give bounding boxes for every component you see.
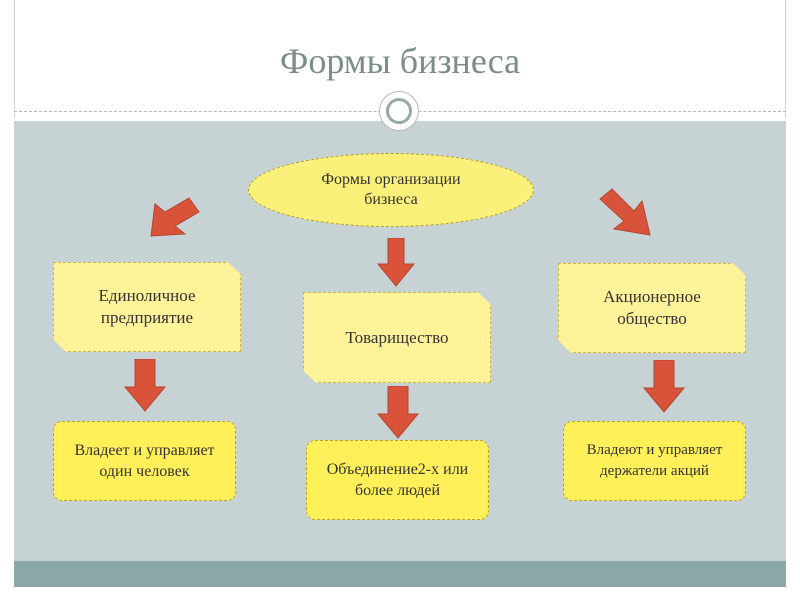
arrow-down-icon	[376, 386, 420, 439]
center-node: Формы организации бизнеса	[248, 153, 534, 227]
arrow-right-icon	[599, 188, 651, 236]
desc-box-sole: Владеет и управляет один человек	[53, 421, 236, 501]
desc-box-corporation: Владеют и управляет держатели акций	[563, 421, 746, 501]
arrow-down-icon	[642, 360, 686, 413]
bottom-band	[14, 561, 786, 587]
slide-title: Формы бизнеса	[279, 41, 521, 81]
frame-left-edge	[14, 0, 15, 118]
form-box-label: Товарищество	[345, 327, 449, 347]
arrow-center-icon	[376, 238, 416, 287]
form-box-label: Единоличное предприятие	[98, 286, 196, 327]
desc-box-label: Владеет и управляет один человек	[74, 442, 215, 480]
form-box-partnership: Товарищество	[303, 292, 491, 383]
ring-icon	[379, 91, 419, 131]
frame-right-edge	[785, 0, 786, 118]
desc-box-partnership: Объединение2-х или более людей	[306, 440, 489, 520]
desc-box-label: Владеют и управляет держатели акций	[586, 442, 723, 479]
form-box-label: Акционерное общество	[603, 287, 701, 328]
form-box-sole: Единоличное предприятие	[53, 262, 241, 352]
arrow-down-icon	[123, 359, 167, 412]
arrow-left-icon	[150, 197, 200, 237]
form-box-corporation: Акционерное общество	[558, 263, 746, 353]
center-node-label: Формы организации бизнеса	[321, 171, 461, 208]
desc-box-label: Объединение2-х или более людей	[326, 461, 469, 499]
